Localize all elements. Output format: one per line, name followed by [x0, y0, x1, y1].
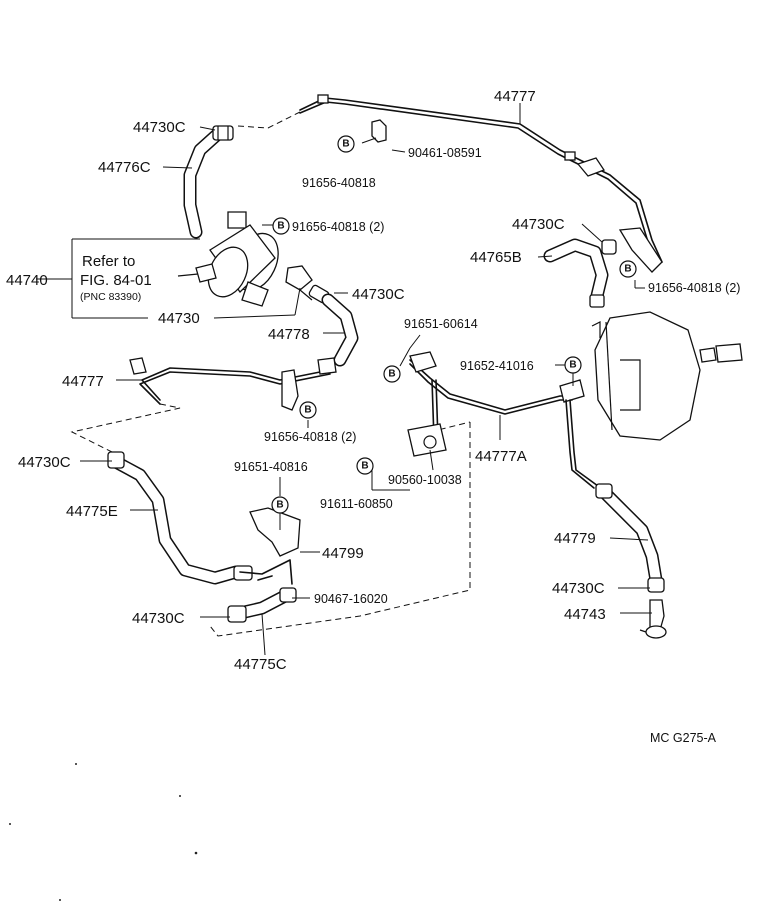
hose-44779 — [595, 483, 665, 593]
badge-b-91656-2: B — [272, 217, 290, 235]
label-44740: 44740 — [6, 272, 48, 289]
label-91656-40818-4: 91656-40818 (2) — [264, 430, 356, 444]
label-91656-40818-1: 91656-40818 — [302, 176, 376, 190]
figure-code: MC G275-A — [650, 731, 717, 745]
label-pnc-83390: (PNC 83390) — [80, 291, 141, 303]
leader-lines — [36, 103, 652, 656]
label-44779: 44779 — [554, 530, 596, 547]
hose-44778 — [321, 293, 359, 367]
badge-b-91652: B — [564, 356, 582, 374]
label-44775e: 44775E — [66, 503, 118, 520]
bracket-on-top-pipe — [618, 227, 663, 273]
svg-text:B: B — [361, 461, 368, 472]
label-refer-to: Refer to — [82, 253, 135, 270]
label-44799: 44799 — [322, 545, 364, 562]
badge-b-91656-1: B — [337, 135, 355, 153]
brake-booster — [591, 311, 743, 441]
label-90560-10038: 90560-10038 — [388, 473, 462, 487]
label-44730c-6: 44730C — [132, 610, 185, 627]
svg-text:B: B — [276, 500, 283, 511]
vacuum-tank-44740 — [177, 211, 279, 307]
label-44730c-2: 44730C — [512, 216, 565, 233]
label-44778: 44778 — [268, 326, 310, 343]
label-44777-left: 44777 — [62, 373, 104, 390]
label-44776c: 44776C — [98, 159, 151, 176]
label-90467-16020: 90467-16020 — [314, 592, 388, 606]
union-44743 — [639, 599, 667, 639]
label-44777a: 44777A — [475, 448, 527, 465]
label-91652-41016: 91652-41016 — [460, 359, 534, 373]
svg-text:B: B — [569, 360, 576, 371]
label-44730c-3: 44730C — [352, 286, 405, 303]
check-valve-44730 — [285, 265, 313, 301]
badge-b-91651-40816: B — [271, 496, 289, 514]
label-91611-60850: 91611-60850 — [320, 497, 393, 511]
hose-44775e — [107, 451, 253, 585]
badge-90560 — [423, 435, 437, 449]
clamp-44730c-top — [212, 125, 234, 141]
clip-90461-08591 — [371, 119, 387, 143]
label-44730c-5: 44730C — [552, 580, 605, 597]
label-44743: 44743 — [564, 606, 606, 623]
badge-b-91611: B — [356, 457, 374, 475]
badge-b-91651-60614: B — [383, 365, 401, 383]
label-44730c-4: 44730C — [18, 454, 71, 471]
hose-44776c — [183, 125, 227, 239]
label-44730: 44730 — [158, 310, 200, 327]
label-90461-08591: 90461-08591 — [408, 146, 482, 160]
label-91651-60614: 91651-60614 — [404, 317, 478, 331]
label-44775c: 44775C — [234, 656, 287, 673]
label-91651-40816: 91651-40816 — [234, 460, 308, 474]
pipe-44777-dashed-link — [237, 111, 301, 129]
label-44765b: 44765B — [470, 249, 522, 266]
svg-text:B: B — [624, 264, 631, 275]
lower-group-dashed-frame — [209, 422, 471, 637]
scan-specks — [9, 763, 198, 901]
pipe-44777-left-dashed-link — [70, 403, 181, 457]
label-fig-84-01: FIG. 84-01 — [80, 272, 152, 289]
svg-text:B: B — [388, 369, 395, 380]
svg-text:B: B — [277, 221, 284, 232]
lower-group-dashed-top — [429, 421, 471, 433]
label-91656-40818-2: 91656-40818 (2) — [292, 220, 384, 234]
label-91656-40818-3: 91656-40818 (2) — [648, 281, 740, 295]
label-44730c-1: 44730C — [133, 119, 186, 136]
hose-44775c — [227, 587, 297, 623]
svg-text:B: B — [342, 139, 349, 150]
label-44777-top: 44777 — [494, 88, 536, 105]
bracket-44799 — [239, 507, 301, 585]
pipe-44777-left — [129, 357, 337, 411]
pipe-44777-top — [299, 94, 663, 265]
hose-44765b — [543, 238, 617, 308]
badge-b-91656-3: B — [619, 260, 637, 278]
svg-text:B: B — [304, 405, 311, 416]
badge-b-91656-4: B — [299, 401, 317, 419]
